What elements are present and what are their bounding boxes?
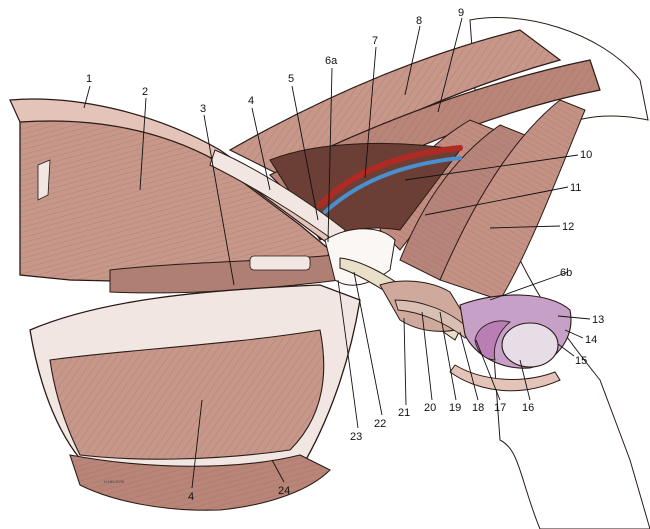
label-6a: 6a <box>325 55 338 67</box>
label-1: 1 <box>86 73 92 85</box>
label-23: 23 <box>350 431 362 443</box>
label-24: 24 <box>278 485 290 497</box>
label-22: 22 <box>374 418 386 430</box>
leader-lines <box>83 17 591 489</box>
skin-notch <box>37 159 51 201</box>
label-3: 3 <box>200 103 206 115</box>
label-5: 5 <box>288 73 294 85</box>
muscle-2-hatch <box>20 116 330 283</box>
muscle-8-hatch <box>230 30 560 180</box>
label-8: 8 <box>416 15 422 27</box>
label-12: 12 <box>562 221 574 233</box>
label-4-upper: 4 <box>248 95 254 107</box>
label-2: 2 <box>142 86 148 98</box>
label-11: 11 <box>570 182 581 194</box>
label-15: 15 <box>575 355 587 367</box>
fascia-patch <box>249 255 311 271</box>
label-6b: 6b <box>560 267 572 279</box>
labels: 1 2 3 4 5 6a 7 8 9 10 11 12 6b 13 14 15 … <box>86 7 604 503</box>
label-20: 20 <box>424 402 436 414</box>
muscle-4-lower-hatch <box>50 330 324 460</box>
artist-signature: H.NELSON <box>104 479 125 484</box>
label-4-lower: 4 <box>188 491 194 503</box>
label-18: 18 <box>472 402 484 414</box>
label-10: 10 <box>580 149 592 161</box>
label-13: 13 <box>592 314 604 326</box>
vein-7 <box>323 156 462 214</box>
scrotal-skin-15 <box>449 364 561 392</box>
muscle-12-hatch <box>440 100 585 300</box>
label-16: 16 <box>522 402 534 414</box>
label-14: 14 <box>585 334 597 346</box>
muscle-24-hatch <box>70 455 330 511</box>
label-19: 19 <box>449 402 461 414</box>
muscle-11-hatch <box>400 125 525 280</box>
artery-7 <box>317 145 463 208</box>
label-17: 17 <box>494 402 506 414</box>
label-9: 9 <box>458 7 464 19</box>
label-7: 7 <box>372 35 378 47</box>
label-21: 21 <box>398 407 410 419</box>
testis-16 <box>501 322 559 368</box>
